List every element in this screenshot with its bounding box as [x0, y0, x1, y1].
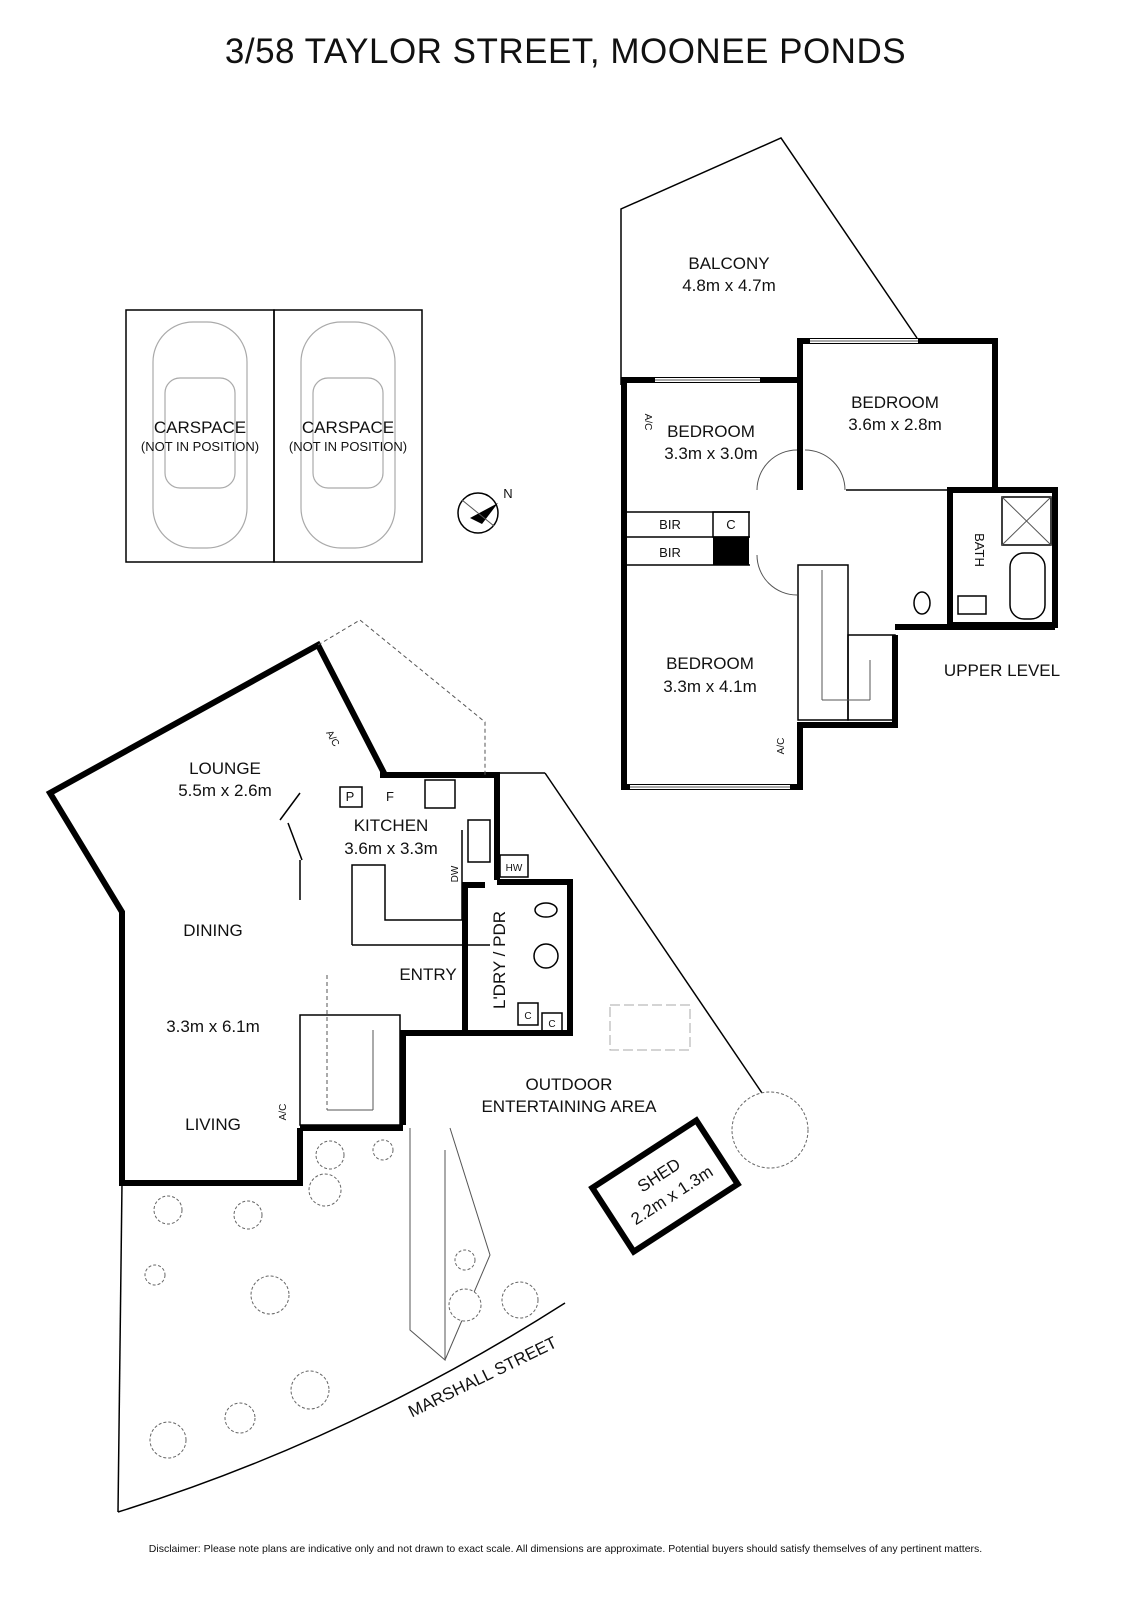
tree-icons	[144, 1091, 809, 1459]
bedroom-2-size: 3.3m x 3.0m	[664, 444, 758, 463]
balcony-outline	[620, 137, 918, 385]
kitchen-size: 3.6m x 3.3m	[344, 839, 438, 858]
car-icon	[152, 321, 248, 549]
cooktop-icon	[424, 779, 456, 809]
bath-label: BATH	[972, 533, 987, 567]
ac-label: A/C	[776, 738, 787, 755]
shed	[588, 1116, 742, 1256]
carspace-2-outline	[273, 309, 423, 563]
bedroom-2-label: BEDROOM	[667, 422, 755, 441]
bedroom-3-size: 3.3m x 4.1m	[663, 677, 757, 696]
lounge-size: 5.5m x 2.6m	[178, 781, 272, 800]
toilet-icon	[913, 591, 931, 615]
door-swing	[804, 449, 846, 491]
laundry-pdr-label: L'DRY / PDR	[490, 911, 509, 1009]
page-title: 3/58 TAYLOR STREET, MOONEE PONDS	[224, 32, 907, 71]
staircase-upper	[797, 564, 896, 721]
outdoor-label-line1: OUTDOOR	[526, 1075, 613, 1094]
basin-icon	[957, 595, 987, 615]
balcony-size: 4.8m x 4.7m	[682, 276, 776, 295]
carspaces: CARSPACE (NOT IN POSITION) CARSPACE (NOT…	[125, 309, 423, 563]
bathtub-icon	[1009, 552, 1046, 620]
ground-level: LOUNGE 5.5m x 2.6m KITCHEN 3.6m x 3.3m D…	[45, 619, 809, 1513]
bedroom-3-label: BEDROOM	[666, 654, 754, 673]
bedroom-1-size: 3.6m x 2.8m	[848, 415, 942, 434]
upper-level: BALCONY 4.8m x 4.7m BEDROOM 3.6m x 2.8m …	[620, 137, 1060, 790]
pantry-label: P	[346, 789, 355, 804]
balcony-label: BALCONY	[688, 254, 769, 273]
sink-icon	[467, 819, 491, 863]
carspace-1-label: CARSPACE	[154, 418, 246, 437]
bir-2-label: BIR	[659, 545, 681, 560]
compass-icon: N	[457, 486, 513, 534]
outdoor-label-line2: ENTERTAINING AREA	[481, 1097, 657, 1116]
cupboard-label: C	[726, 517, 735, 532]
lounge-label: LOUNGE	[189, 759, 261, 778]
kitchen-label: KITCHEN	[354, 816, 429, 835]
hot-water-label: HW	[506, 863, 523, 874]
bedroom-1-label: BEDROOM	[851, 393, 939, 412]
cupboard-label: C	[524, 1011, 531, 1022]
carspace-2-label: CARSPACE	[302, 418, 394, 437]
ac-label: A/C	[642, 414, 653, 431]
entry-label: ENTRY	[399, 965, 456, 984]
fridge-label: F	[386, 789, 394, 804]
bir-1-label: BIR	[659, 517, 681, 532]
dishwasher-label: DW	[450, 865, 461, 882]
dining-living-size: 3.3m x 6.1m	[166, 1017, 260, 1036]
carspace-1-note: (NOT IN POSITION)	[141, 439, 259, 454]
basin-icon	[533, 943, 559, 969]
door-swing	[756, 554, 798, 596]
toilet-icon	[534, 902, 558, 918]
cupboard-label: C	[548, 1019, 555, 1030]
ac-label: A/C	[278, 1104, 289, 1121]
living-label: LIVING	[185, 1115, 241, 1134]
upper-level-label: UPPER LEVEL	[944, 661, 1060, 680]
disclaimer: Disclaimer: Please note plans are indica…	[148, 1543, 983, 1555]
car-icon	[300, 321, 396, 549]
compass-north-label: N	[503, 486, 512, 501]
door-swing	[756, 449, 798, 491]
staircase-ground	[299, 975, 401, 1126]
ac-label: A/C	[323, 729, 341, 749]
carspace-2-note: (NOT IN POSITION)	[289, 439, 407, 454]
dining-label: DINING	[183, 921, 243, 940]
brick-paving-icon	[609, 1004, 691, 1051]
